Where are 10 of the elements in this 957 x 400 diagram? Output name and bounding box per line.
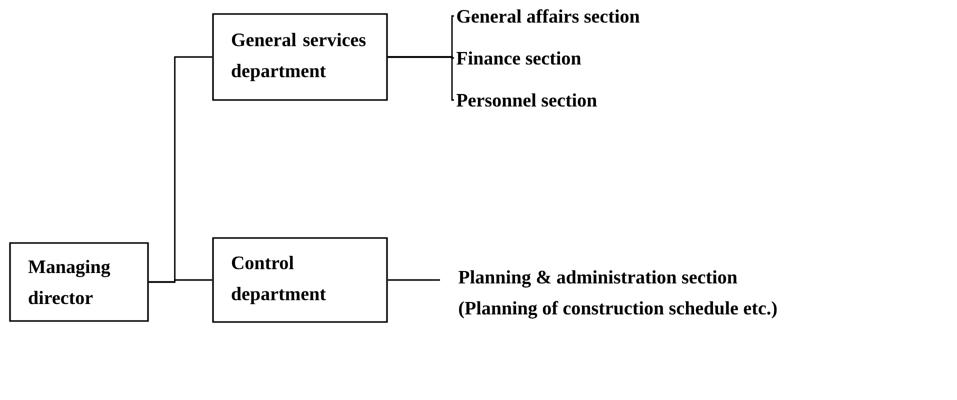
connector-line (148, 279, 212, 283)
department-box: Control department (212, 237, 388, 323)
section-label: Planning & administration section (Planning of construction schedule etc.) (458, 270, 777, 319)
department-box: General services department (212, 13, 388, 101)
section-label: General affairs section (457, 9, 640, 23)
section-label: Finance section (456, 51, 581, 65)
connector-line (388, 279, 440, 281)
connector-line (388, 56, 454, 101)
section-label: Personnel section (456, 93, 597, 107)
director-box: Managing director (9, 242, 149, 322)
